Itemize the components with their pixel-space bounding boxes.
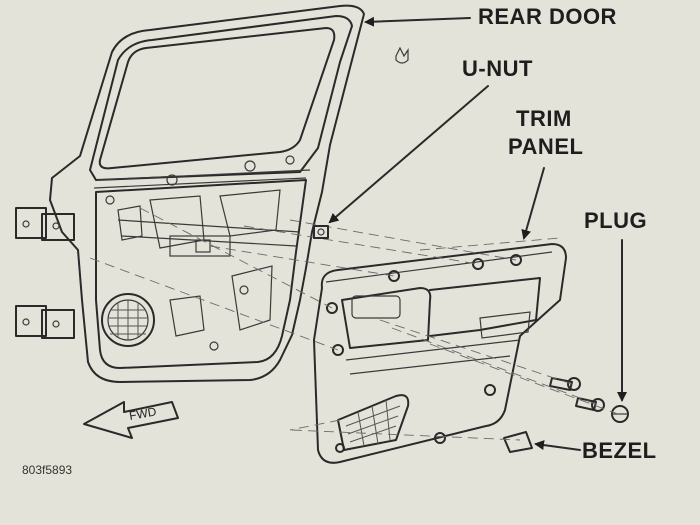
rear-door-label: REAR DOOR xyxy=(478,4,617,29)
bezel-label: BEZEL xyxy=(582,438,657,463)
rear-door-drawing xyxy=(15,4,365,383)
screw-lower xyxy=(575,397,605,412)
plug-part xyxy=(611,405,629,423)
panel-fasteners xyxy=(326,254,522,453)
u-nut-part xyxy=(313,225,329,239)
trim-panel-label-line1: TRIM xyxy=(516,106,572,131)
lower-hinge xyxy=(15,305,75,339)
u-nut-label: U-NUT xyxy=(462,56,533,81)
trim-panel-label-line2: PANEL xyxy=(508,134,583,159)
bezel-part xyxy=(503,431,533,453)
trim-panel-drawing xyxy=(313,243,567,464)
callout-bezel: BEZEL xyxy=(534,438,657,463)
callout-u-nut: U-NUT xyxy=(328,56,533,224)
hand-glyph xyxy=(395,46,409,64)
fwd-label: FWD xyxy=(128,404,158,423)
callout-plug: PLUG xyxy=(584,208,647,402)
plug-label: PLUG xyxy=(584,208,647,233)
fwd-arrow: FWD xyxy=(83,401,179,439)
callout-rear-door: REAR DOOR xyxy=(364,4,617,29)
screw-upper xyxy=(549,377,581,391)
upper-hinge xyxy=(15,207,75,241)
callout-trim-panel: TRIM PANEL xyxy=(508,106,583,240)
figure-code: 803f5893 xyxy=(22,463,72,477)
alignment-lines xyxy=(89,207,619,441)
